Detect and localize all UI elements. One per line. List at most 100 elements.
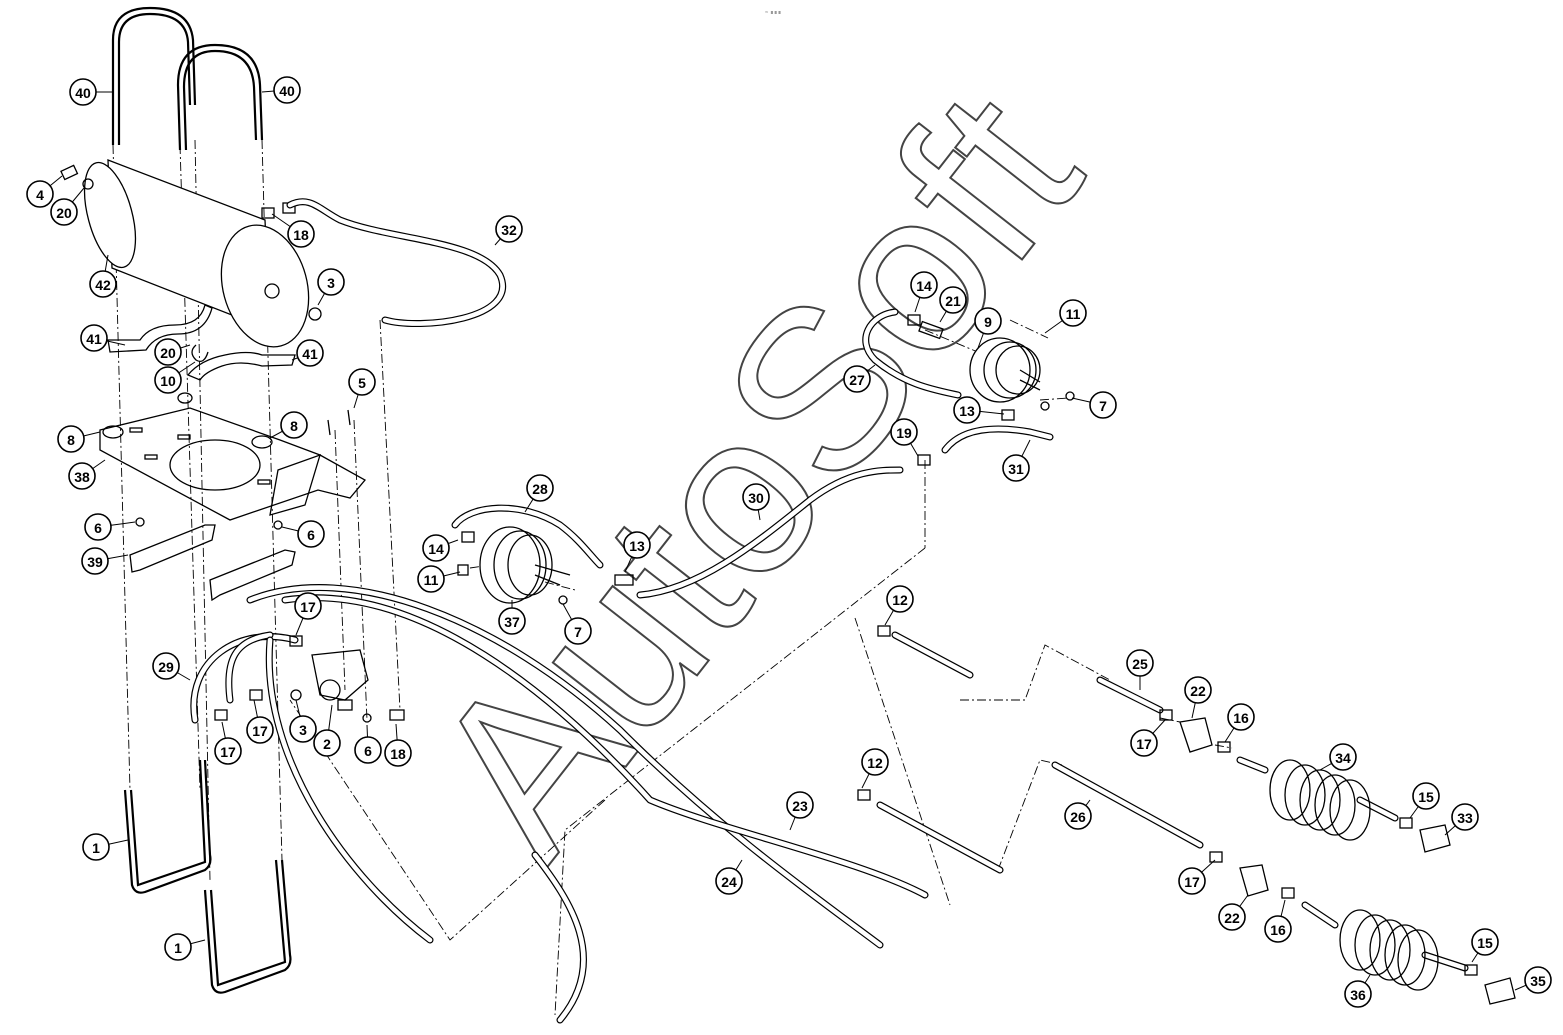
callout-number: 37 — [504, 614, 520, 630]
callout-number: 35 — [1530, 973, 1546, 989]
hose-31 — [917, 425, 1054, 466]
callout-number: 16 — [1270, 922, 1286, 938]
callout-number: 17 — [252, 723, 268, 739]
callout-circle — [294, 592, 322, 620]
callout-number: 34 — [1335, 750, 1351, 766]
callout-circle — [1178, 867, 1206, 895]
callout-11: 11 — [1044, 299, 1087, 334]
callout-circle — [786, 791, 814, 819]
callout-number: 29 — [158, 659, 174, 675]
u-bolt-40-right — [176, 43, 264, 151]
callout-number: 41 — [302, 346, 318, 362]
callout-number: 2 — [323, 736, 331, 752]
callout-number: 20 — [160, 345, 176, 361]
callout-13: 13 — [623, 531, 651, 573]
callout-6: 6 — [354, 724, 382, 764]
callout-circle — [1089, 391, 1117, 419]
callout-33: 33 — [1444, 803, 1479, 836]
callout-number: 26 — [1070, 809, 1086, 825]
callout-42: 42 — [89, 254, 117, 298]
callout-circle — [861, 748, 889, 776]
callout-number: 7 — [1099, 398, 1107, 414]
callout-6: 6 — [84, 513, 136, 541]
callout-circle — [715, 867, 743, 895]
callout-circle — [287, 220, 315, 248]
callout-38: 38 — [68, 459, 106, 490]
coil-36 — [1301, 901, 1469, 991]
callout-circle — [69, 78, 97, 106]
callout-number: 9 — [984, 314, 992, 330]
callout-18: 18 — [384, 723, 412, 767]
fittings-lower-left — [214, 635, 405, 723]
brackets-39 — [129, 524, 296, 602]
callout-number: 25 — [1132, 656, 1148, 672]
callout-number: 18 — [293, 227, 309, 243]
callout-20: 20 — [154, 338, 191, 366]
callout-41: 41 — [291, 339, 324, 367]
callout-8: 8 — [57, 425, 101, 453]
callout-26: 26 — [1064, 799, 1092, 830]
callout-circle — [348, 368, 376, 396]
callout-17: 17 — [294, 592, 322, 636]
callout-number: 13 — [959, 403, 975, 419]
callout-circle — [422, 534, 450, 562]
callout-circle — [289, 715, 317, 743]
callout-circle — [354, 736, 382, 764]
callout-14: 14 — [422, 534, 459, 562]
callout-circle — [1218, 903, 1246, 931]
gladhands — [1399, 817, 1516, 1005]
callout-number: 11 — [424, 572, 439, 588]
callout-circle — [1524, 966, 1552, 994]
callout-number: 1 — [92, 840, 100, 856]
callout-circle — [297, 520, 325, 548]
callout-circle — [1002, 454, 1030, 482]
callout-10: 10 — [154, 361, 196, 394]
callout-number: 31 — [1008, 461, 1024, 477]
callout-circle — [1344, 980, 1372, 1008]
callout-28: 28 — [524, 474, 554, 513]
callout-circle — [26, 180, 54, 208]
callout-number: 4 — [36, 187, 44, 203]
callout-circle — [80, 324, 108, 352]
callout-number: 6 — [364, 743, 372, 759]
callout-number: 17 — [1184, 874, 1200, 890]
callout-number: 23 — [792, 798, 808, 814]
callout-circle — [939, 286, 967, 314]
callout-15: 15 — [1471, 928, 1499, 963]
callout-16: 16 — [1264, 899, 1292, 943]
callout-number: 11 — [1066, 306, 1081, 322]
callout-13: 13 — [953, 396, 1005, 424]
mounting-plate — [99, 392, 367, 521]
u-bolt-1-left — [123, 759, 212, 894]
callout-22: 22 — [1218, 894, 1249, 931]
callout-30: 30 — [742, 483, 770, 521]
callout-25: 25 — [1126, 649, 1154, 690]
callout-number: 40 — [279, 83, 295, 99]
callout-number: 1 — [174, 940, 182, 956]
callout-number: 5 — [358, 375, 366, 391]
callout-number: 28 — [532, 481, 548, 497]
callout-8: 8 — [269, 411, 308, 439]
callout-number: 27 — [849, 372, 865, 388]
callout-40: 40 — [261, 76, 301, 104]
callout-circle — [246, 716, 274, 744]
callout-27: 27 — [843, 364, 876, 393]
callout-circle — [296, 339, 324, 367]
callout-number: 41 — [86, 331, 102, 347]
callout-number: 19 — [896, 425, 912, 441]
callout-number: 36 — [1350, 987, 1366, 1003]
callout-17: 17 — [246, 699, 274, 744]
brake-chamber-37 — [457, 526, 571, 605]
callout-21: 21 — [939, 286, 967, 323]
callout-circle — [910, 271, 938, 299]
callout-number: 8 — [290, 418, 298, 434]
coil-34 — [1236, 756, 1399, 841]
callout-circle — [742, 483, 770, 511]
callout-4: 4 — [26, 175, 63, 208]
callout-16: 16 — [1224, 703, 1255, 743]
relay-valve — [311, 649, 369, 711]
callout-circle — [1264, 915, 1292, 943]
callout-number: 3 — [299, 722, 307, 738]
callout-circle — [313, 729, 341, 757]
callout-number: 33 — [1457, 810, 1473, 826]
